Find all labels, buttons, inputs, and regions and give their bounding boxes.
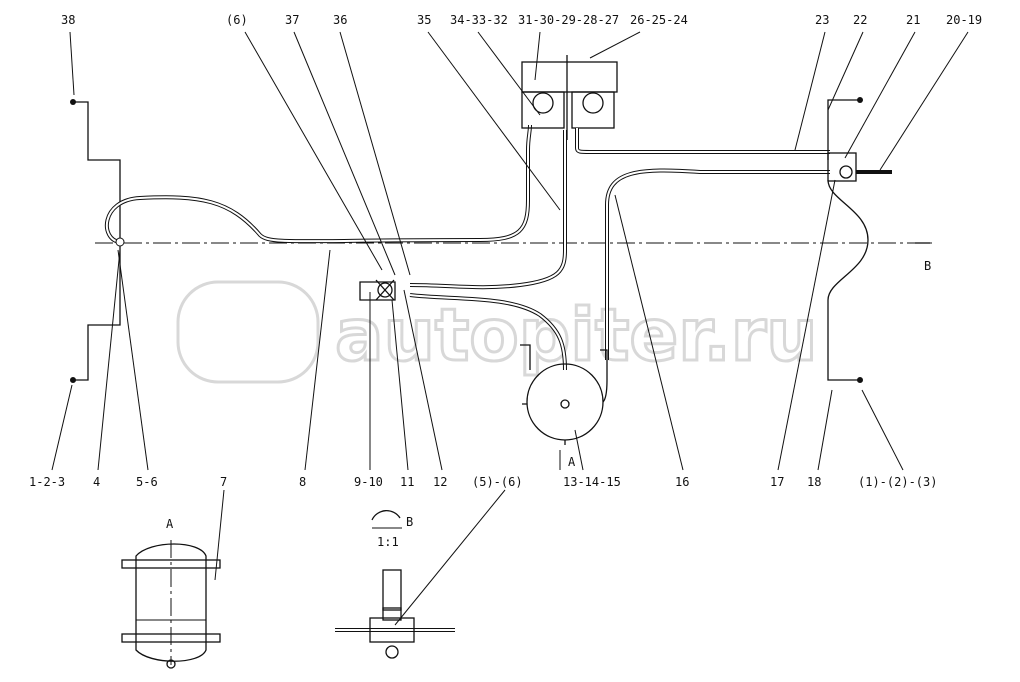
leader-lines [51,31,969,626]
callout-17: 17 [770,475,784,489]
left-pipe [70,99,532,383]
top-callouts: 38 (6) 37 36 35 34-33-32 31-30-29-28-27 … [61,13,982,27]
relay-valve [521,55,618,140]
callout-9-10: 9-10 [354,475,383,489]
callout-1-2-3-paren: (1)-(2)-(3) [858,475,937,489]
callout-34-33-32: 34-33-32 [450,13,508,27]
callout-6-paren: (6) [226,13,248,27]
view-a-title: A [166,517,174,531]
callout-35: 35 [417,13,431,27]
callout-1-2-3: 1-2-3 [29,475,65,489]
callout-13-14-15: 13-14-15 [563,475,621,489]
callout-5-6: 5-6 [136,475,158,489]
callout-7: 7 [220,475,227,489]
view-a-arrow-label: A [568,455,576,469]
view-a-detail [121,540,221,669]
callout-11: 11 [400,475,414,489]
callout-16: 16 [675,475,689,489]
view-b-scale: 1:1 [377,535,399,549]
view-labels: A B A B 1:1 [166,259,931,549]
callout-8: 8 [299,475,306,489]
callout-31-27: 31-30-29-28-27 [518,13,619,27]
callout-21: 21 [906,13,920,27]
callout-38: 38 [61,13,75,27]
view-b-arrow-label: B [924,259,931,273]
callout-36: 36 [333,13,347,27]
callout-22: 22 [853,13,867,27]
view-b-detail [335,510,455,659]
right-pipe [827,97,892,383]
callout-5-6-paren: (5)-(6) [472,475,523,489]
bottom-callouts: 1-2-3 4 5-6 7 8 9-10 11 12 (5)-(6) 13-14… [29,475,937,489]
view-b-title: B [406,515,413,529]
air-tank [520,344,608,445]
watermark-text: autopiter.ru [335,293,818,377]
callout-26-25-24: 26-25-24 [630,13,688,27]
watermark: autopiter.ru [176,280,819,384]
callout-20-19: 20-19 [946,13,982,27]
callout-23: 23 [815,13,829,27]
four-way-valve [359,279,396,301]
callout-4: 4 [93,475,100,489]
callout-37: 37 [285,13,299,27]
callout-12: 12 [433,475,447,489]
callout-18: 18 [807,475,821,489]
